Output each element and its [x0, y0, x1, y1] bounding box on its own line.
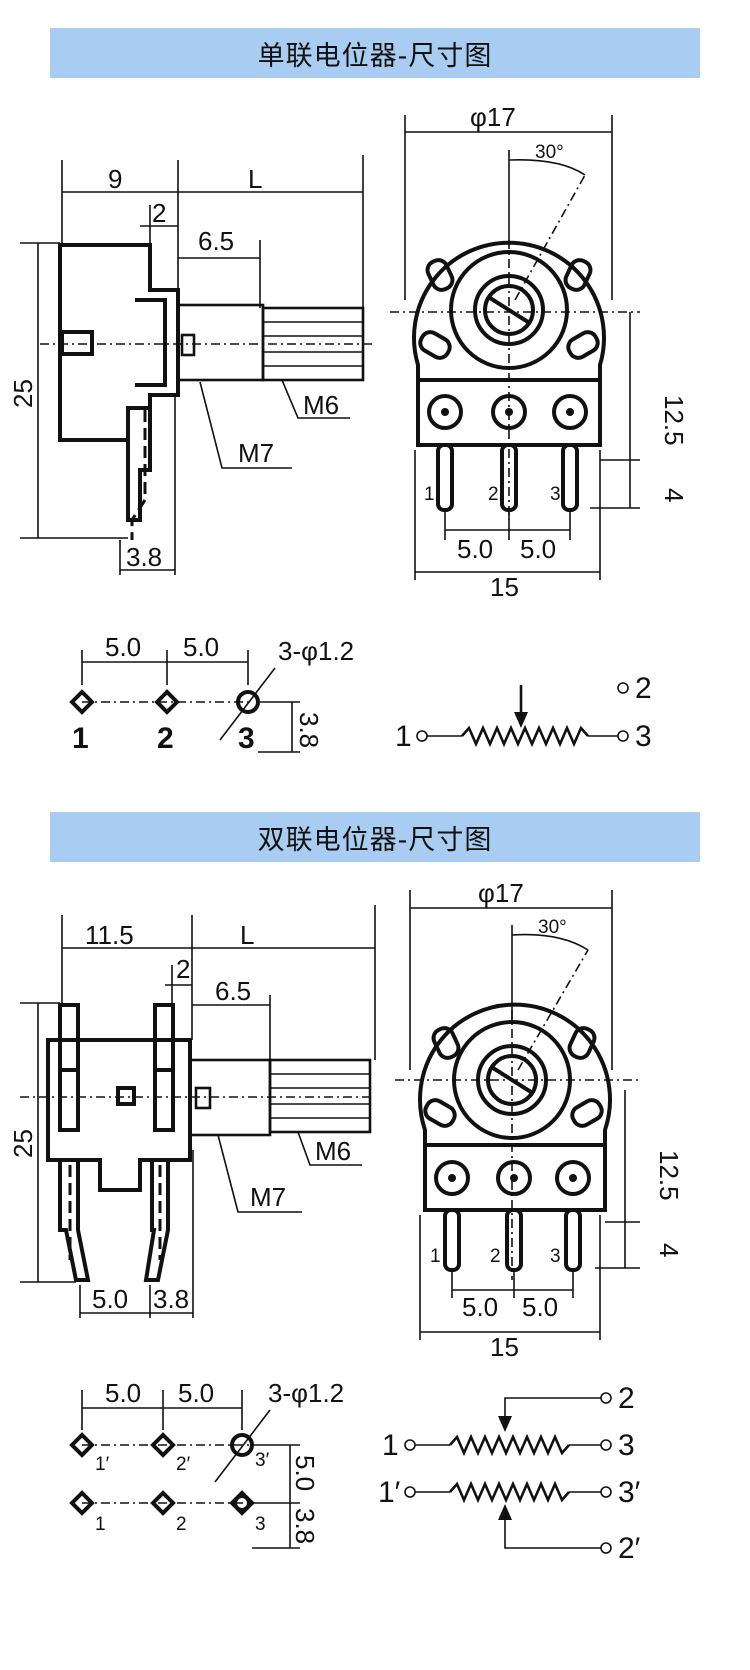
dual-label-m7: M7	[250, 1182, 286, 1212]
dual-fp-3.8-v: 3.8	[290, 1508, 320, 1544]
dual-fp-pin-2p: 2′	[176, 1454, 191, 1475]
dual-sch-t1: 1	[382, 1429, 399, 1462]
single-dim-12.5: 12.5	[659, 395, 689, 446]
single-label-m6: M6	[303, 390, 339, 420]
dual-dim-5.0: 5.0	[92, 1284, 128, 1314]
dual-sch-t3p: 3′	[618, 1476, 641, 1509]
dual-fp-pin-3p: 3′	[255, 1450, 270, 1471]
single-fp-pin-2: 2	[157, 722, 174, 755]
dual-footprint: 5.0 5.0 3-φ1.2 1′ 2′ 3′ 1 2 3 5.0 3.8	[69, 1378, 344, 1549]
single-sch-t1: 1	[395, 720, 412, 753]
single-dim-6.5: 6.5	[198, 226, 234, 256]
single-fp-pin-3: 3	[238, 722, 255, 755]
single-title: 单联电位器-尺寸图	[257, 40, 493, 72]
dual-pin-1: 1	[430, 1246, 441, 1267]
single-footprint: 5.0 5.0 3-φ1.2 1 2 3 3.8	[69, 632, 354, 755]
single-pin-2: 2	[488, 484, 499, 505]
dual-pin-2: 2	[490, 1246, 501, 1267]
single-dim-2: 2	[152, 198, 166, 228]
dual-dim-5.0-a: 5.0	[462, 1292, 498, 1322]
dual-dim-12.5: 12.5	[654, 1150, 684, 1201]
dual-schematic: 2 1 3 1′ 3′ 2′	[378, 1382, 641, 1565]
single-fp-5.0-a: 5.0	[105, 632, 141, 662]
single-fp-5.0-b: 5.0	[183, 632, 219, 662]
single-sch-t2: 2	[635, 672, 652, 705]
single-dim-phi17: φ17	[470, 102, 516, 132]
dual-dim-L: L	[240, 920, 254, 950]
dual-title-banner: 双联电位器-尺寸图	[50, 812, 700, 862]
dual-dim-2: 2	[176, 954, 190, 984]
dual-dim-phi17: φ17	[478, 878, 524, 908]
dual-sch-t2p: 2′	[618, 1532, 641, 1565]
dual-fp-pin-1: 1	[95, 1514, 106, 1535]
dual-fp-pin-3: 3	[255, 1514, 266, 1535]
single-pin-1: 1	[424, 484, 435, 505]
single-dim-4: 4	[659, 488, 689, 502]
single-sch-t3: 3	[635, 720, 652, 753]
dual-dim-25: 25	[8, 1129, 38, 1158]
single-label-m7: M7	[238, 438, 274, 468]
single-dim-9: 9	[108, 164, 122, 194]
dual-label-m6: M6	[315, 1136, 351, 1166]
dual-fp-pin-1p: 1′	[95, 1454, 110, 1475]
single-dim-5.0-b: 5.0	[520, 534, 556, 564]
dual-dim-3.8: 3.8	[153, 1284, 189, 1314]
dual-fp-5.0-a: 5.0	[105, 1378, 141, 1408]
dual-angle-30: 30°	[538, 917, 567, 938]
dual-front-view: φ17 30° 12.5 4 1 2 3 5.0 5.0 15	[395, 878, 684, 1362]
single-front-view: φ17 30° 12.5 4 1 2 3 5.0 5.0 15	[390, 102, 689, 602]
single-dim-5.0-a: 5.0	[457, 534, 493, 564]
single-dim-15: 15	[490, 572, 519, 602]
dual-fp-pin-2: 2	[176, 1514, 187, 1535]
single-fp-3.8: 3.8	[294, 712, 324, 748]
dual-title: 双联电位器-尺寸图	[257, 824, 493, 856]
single-dim-L: L	[248, 164, 262, 194]
dual-dim-11.5: 11.5	[85, 920, 134, 950]
dual-dim-6.5: 6.5	[215, 976, 251, 1006]
dual-dim-15: 15	[490, 1332, 519, 1362]
single-title-banner: 单联电位器-尺寸图	[50, 28, 700, 78]
dual-sch-t2: 2	[618, 1382, 635, 1415]
dual-pin-3: 3	[550, 1246, 561, 1267]
single-angle-30: 30°	[535, 142, 564, 163]
dual-fp-hole: 3-φ1.2	[268, 1378, 344, 1408]
single-fp-hole: 3-φ1.2	[278, 636, 354, 666]
single-dim-25: 25	[8, 379, 38, 408]
single-dim-3.8: 3.8	[126, 542, 162, 572]
dual-sch-t1p: 1′	[378, 1476, 401, 1509]
dual-side-view: 11.5 L 2 6.5 25 M6 M7 5.0 3.8	[8, 905, 376, 1318]
dual-dim-4: 4	[654, 1243, 684, 1257]
single-pin-3: 3	[550, 484, 561, 505]
dual-sch-t3: 3	[618, 1429, 635, 1462]
single-side-view: 9 L 2 6.5 25 M6 M7 3.8	[8, 155, 375, 575]
dual-dim-5.0-b: 5.0	[522, 1292, 558, 1322]
dual-fp-5.0-v: 5.0	[290, 1455, 320, 1491]
dual-fp-5.0-b: 5.0	[178, 1378, 214, 1408]
single-fp-pin-1: 1	[72, 722, 89, 755]
single-schematic: 1 3 2	[395, 672, 652, 753]
